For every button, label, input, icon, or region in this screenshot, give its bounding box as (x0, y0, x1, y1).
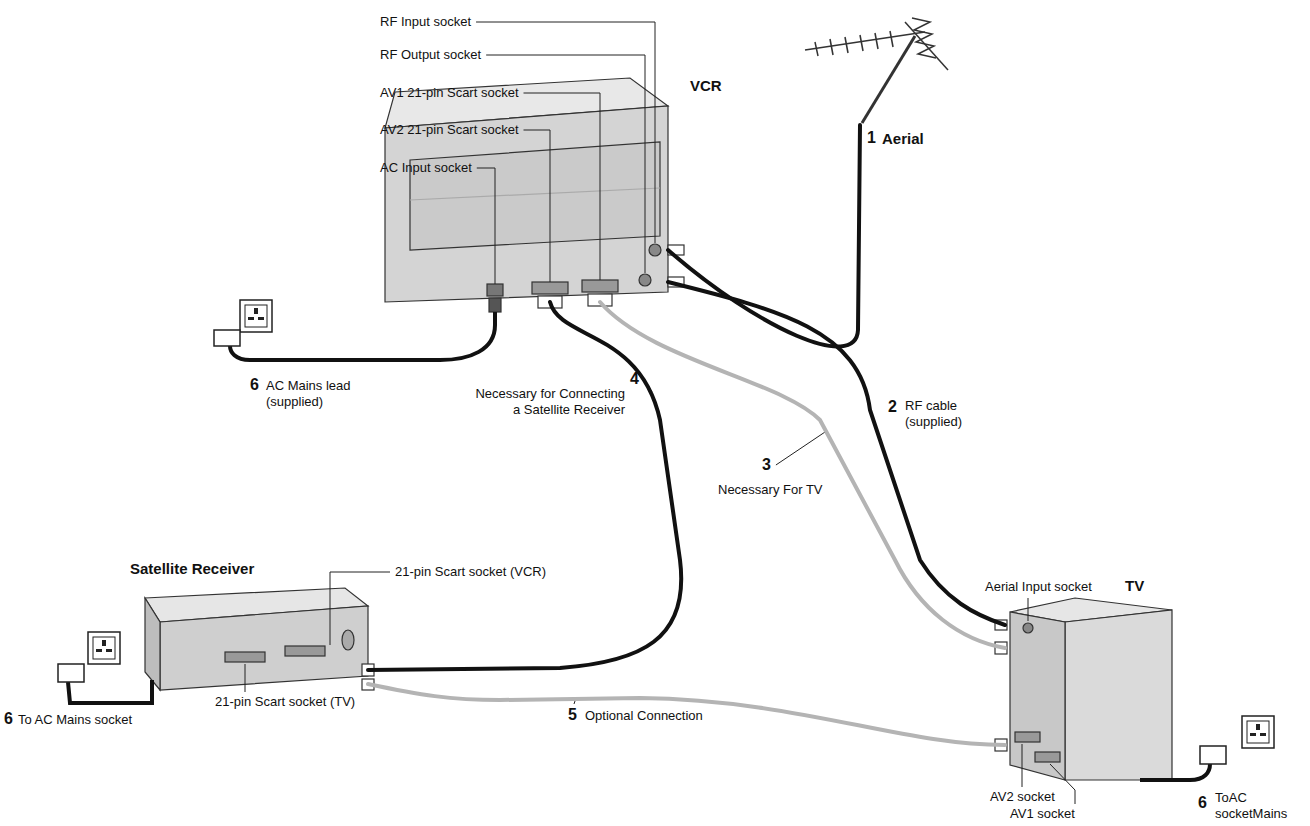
device-node: Satellite Receiver (130, 585, 368, 690)
mains-leads (68, 312, 1210, 780)
part-label: RF Input socket (380, 14, 471, 30)
part-label: RF Output socket (380, 47, 481, 63)
cable (668, 125, 860, 347)
callout-number: 1 (867, 129, 876, 147)
satellite-receiver-drawing (145, 588, 368, 690)
cable-label: Optional Connection (585, 708, 703, 724)
device-node: TV (1005, 598, 1172, 780)
cable-label: Necessary for Connecting a Satellite Rec… (469, 386, 625, 418)
leader-line (1022, 744, 1023, 787)
callout-number: 6 (1198, 794, 1207, 812)
callout-number: 3 (762, 456, 771, 474)
cable-label: Necessary For TV (718, 482, 823, 498)
leader-line (524, 130, 551, 282)
part-label: AV2 socket (990, 789, 1055, 805)
callout-number: 6 (4, 710, 13, 728)
leader-line (574, 701, 575, 704)
device-name: Aerial (882, 131, 924, 147)
part-label: Aerial Input socket (985, 579, 1092, 595)
vcr-drawing (385, 78, 668, 312)
cable (368, 684, 1005, 745)
tv-drawing (1010, 598, 1172, 780)
wall-sockets (58, 300, 1274, 764)
callout-number: 4 (630, 370, 639, 388)
device-node: Aerial (795, 10, 965, 125)
callout-number: 2 (888, 398, 897, 416)
part-label: AC Input socket (380, 160, 472, 176)
leader-line (1028, 598, 1029, 621)
part-label: AV1 21-pin Scart socket (380, 85, 519, 101)
aerial-drawing (805, 18, 948, 123)
callout-number: 6 (250, 376, 259, 394)
part-label: 21-pin Scart socket (VCR) (395, 564, 546, 580)
leader-line (245, 664, 246, 692)
part-label: AV1 socket (1010, 806, 1075, 822)
leader-line (330, 572, 390, 645)
part-label: To AC Mains socket (18, 712, 132, 728)
device-name: VCR (690, 78, 722, 94)
part-label: 21-pin Scart socket (TV) (215, 694, 355, 710)
cable-label: RF cable (supplied) (905, 398, 975, 430)
part-label: AV2 21-pin Scart socket (380, 122, 519, 138)
leader-line (524, 93, 601, 280)
device-node: VCR (375, 78, 668, 302)
device-name: Satellite Receiver (130, 561, 254, 577)
cable (368, 302, 681, 670)
device-name: TV (1125, 578, 1144, 594)
cable-plugs (362, 245, 1007, 751)
cable (600, 302, 1005, 648)
leader-line (776, 432, 825, 465)
part-label: AC Mains lead (supplied) (266, 378, 361, 410)
leader-line (477, 168, 495, 284)
part-label: ToAC socketMains (1215, 790, 1295, 822)
callout-number: 5 (568, 706, 577, 724)
